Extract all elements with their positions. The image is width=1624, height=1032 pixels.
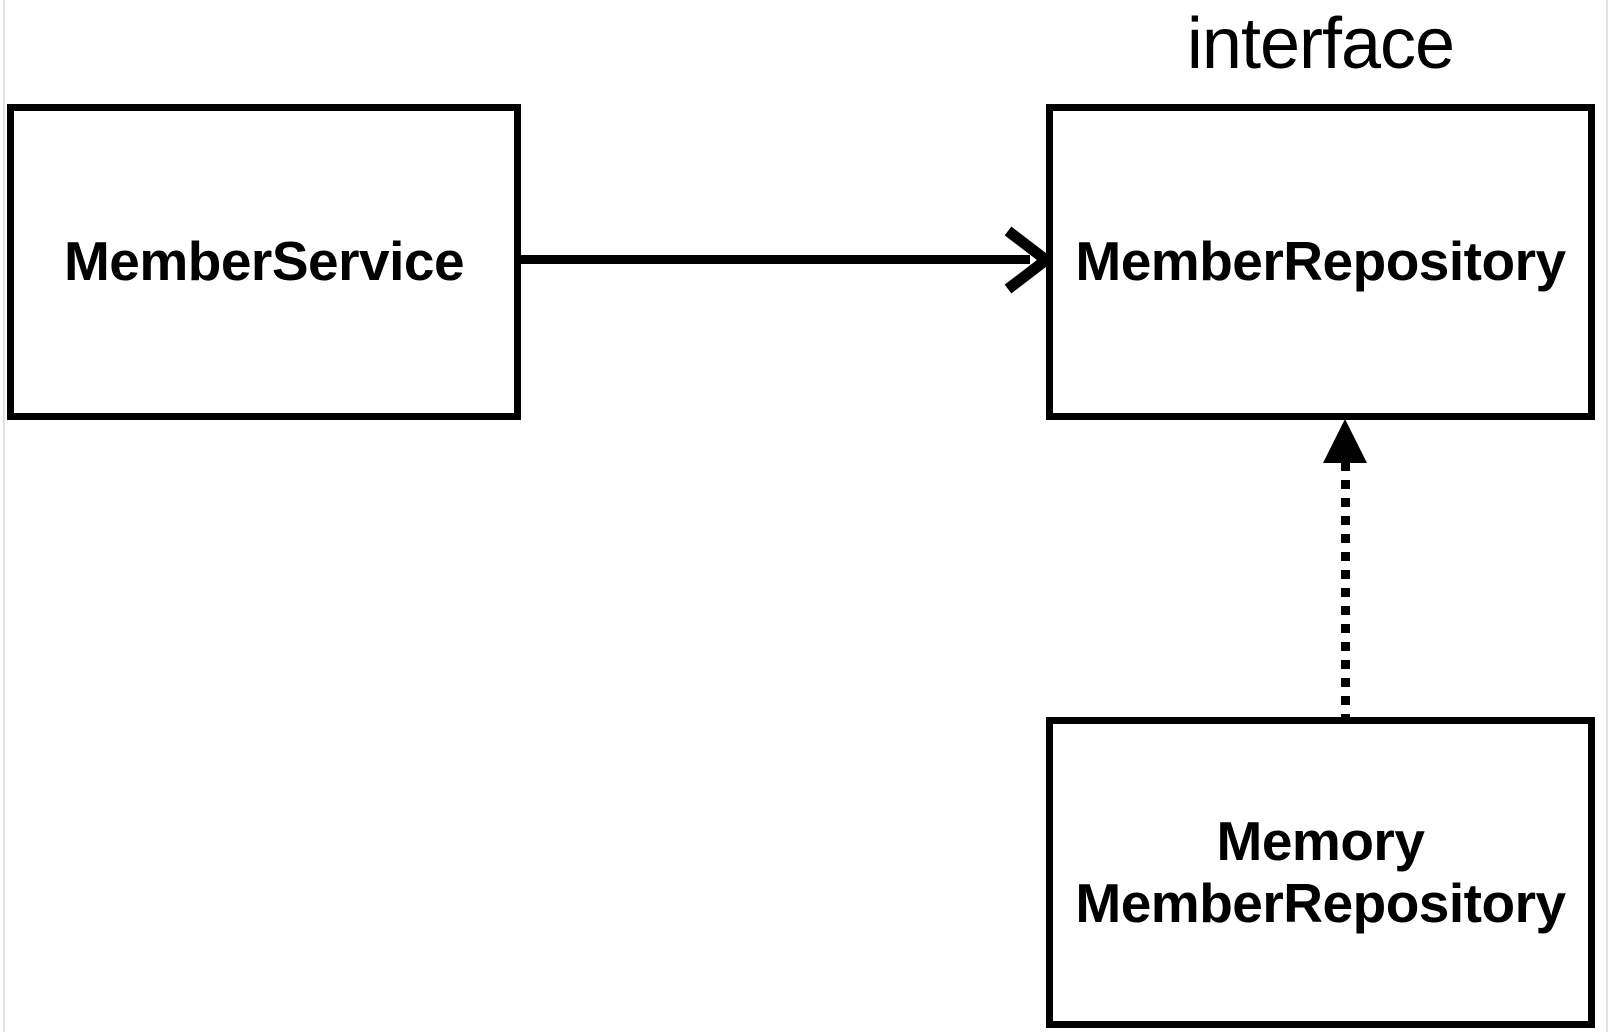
class-box-member-repository-label: MemberRepository: [1075, 230, 1566, 293]
filled-triangle-arrow-icon: [1323, 419, 1367, 463]
dependency-edge-line: [518, 255, 1030, 264]
class-box-member-repository[interactable]: MemberRepository: [1046, 104, 1595, 420]
class-box-member-service-label: MemberService: [63, 230, 465, 293]
open-arrow-icon: [1004, 226, 1050, 294]
realization-edge-dotted-line: [1341, 462, 1350, 720]
class-box-memory-member-repository[interactable]: Memory MemberRepository: [1046, 717, 1595, 1028]
interface-stereotype-label: interface: [1186, 4, 1455, 84]
class-box-memory-member-repository-label: Memory MemberRepository: [1075, 809, 1566, 934]
page-edge-rule-right: [1606, 0, 1608, 1032]
page-edge-rule-left: [3, 0, 5, 1032]
class-box-member-service[interactable]: MemberService: [7, 104, 521, 420]
